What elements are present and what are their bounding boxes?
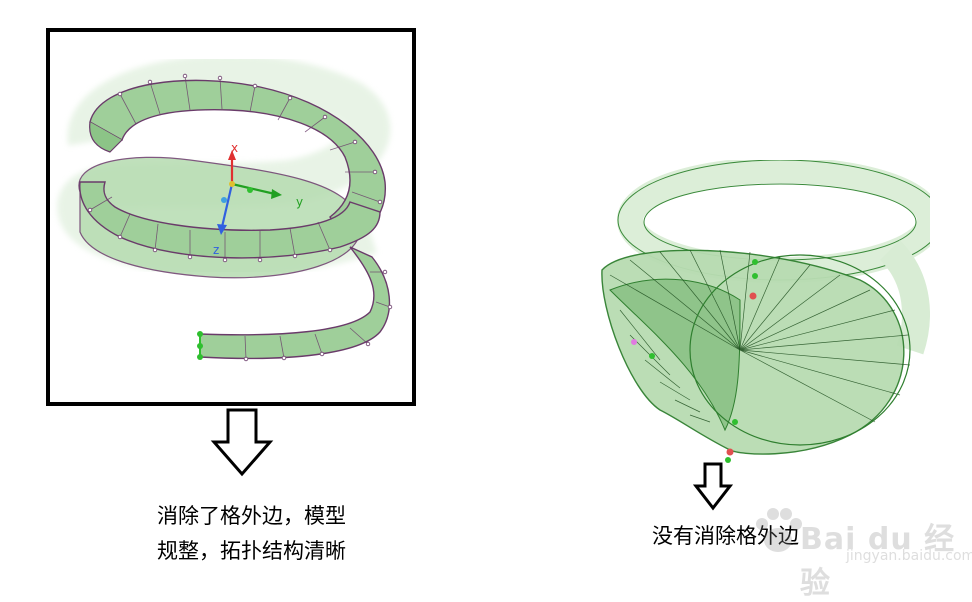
paw-logo-icon bbox=[756, 508, 802, 552]
left-viewport-frame: x y z bbox=[46, 28, 416, 406]
axis-label-x: x bbox=[231, 141, 238, 155]
vertex-marker bbox=[631, 339, 637, 345]
baidu-watermark: Bai du 经验 jingyan.baidu.com bbox=[748, 480, 972, 601]
axis-label-y: y bbox=[296, 195, 303, 209]
left-caption: 消除了格外边，模型 规整，拓扑结构清晰 bbox=[157, 499, 346, 569]
endpoint-marker bbox=[197, 354, 203, 360]
vertex-marker bbox=[649, 353, 655, 359]
down-arrow-icon bbox=[693, 462, 733, 511]
left-caption-line-1: 消除了格外边，模型 bbox=[157, 504, 346, 528]
vertex-marker bbox=[725, 457, 731, 463]
watermark-url: jingyan.baidu.com bbox=[846, 548, 972, 564]
vertex-marker bbox=[752, 259, 758, 265]
spiral-mesh-render: x y z bbox=[57, 54, 393, 362]
torus-sweep-render bbox=[601, 160, 930, 463]
axis-label-z: z bbox=[213, 243, 219, 257]
vertex-marker bbox=[752, 273, 758, 279]
endpoint-marker bbox=[197, 343, 203, 349]
endpoint-marker bbox=[197, 331, 203, 337]
left-caption-line-2: 规整，拓扑结构清晰 bbox=[157, 539, 346, 563]
vertex-marker bbox=[749, 292, 757, 300]
down-arrow-icon bbox=[210, 408, 274, 477]
transform-gizmo[interactable] bbox=[217, 150, 282, 235]
right-caption: 没有消除格外边 bbox=[652, 524, 799, 548]
vertex-marker bbox=[732, 419, 738, 425]
vertex-marker bbox=[726, 448, 734, 456]
